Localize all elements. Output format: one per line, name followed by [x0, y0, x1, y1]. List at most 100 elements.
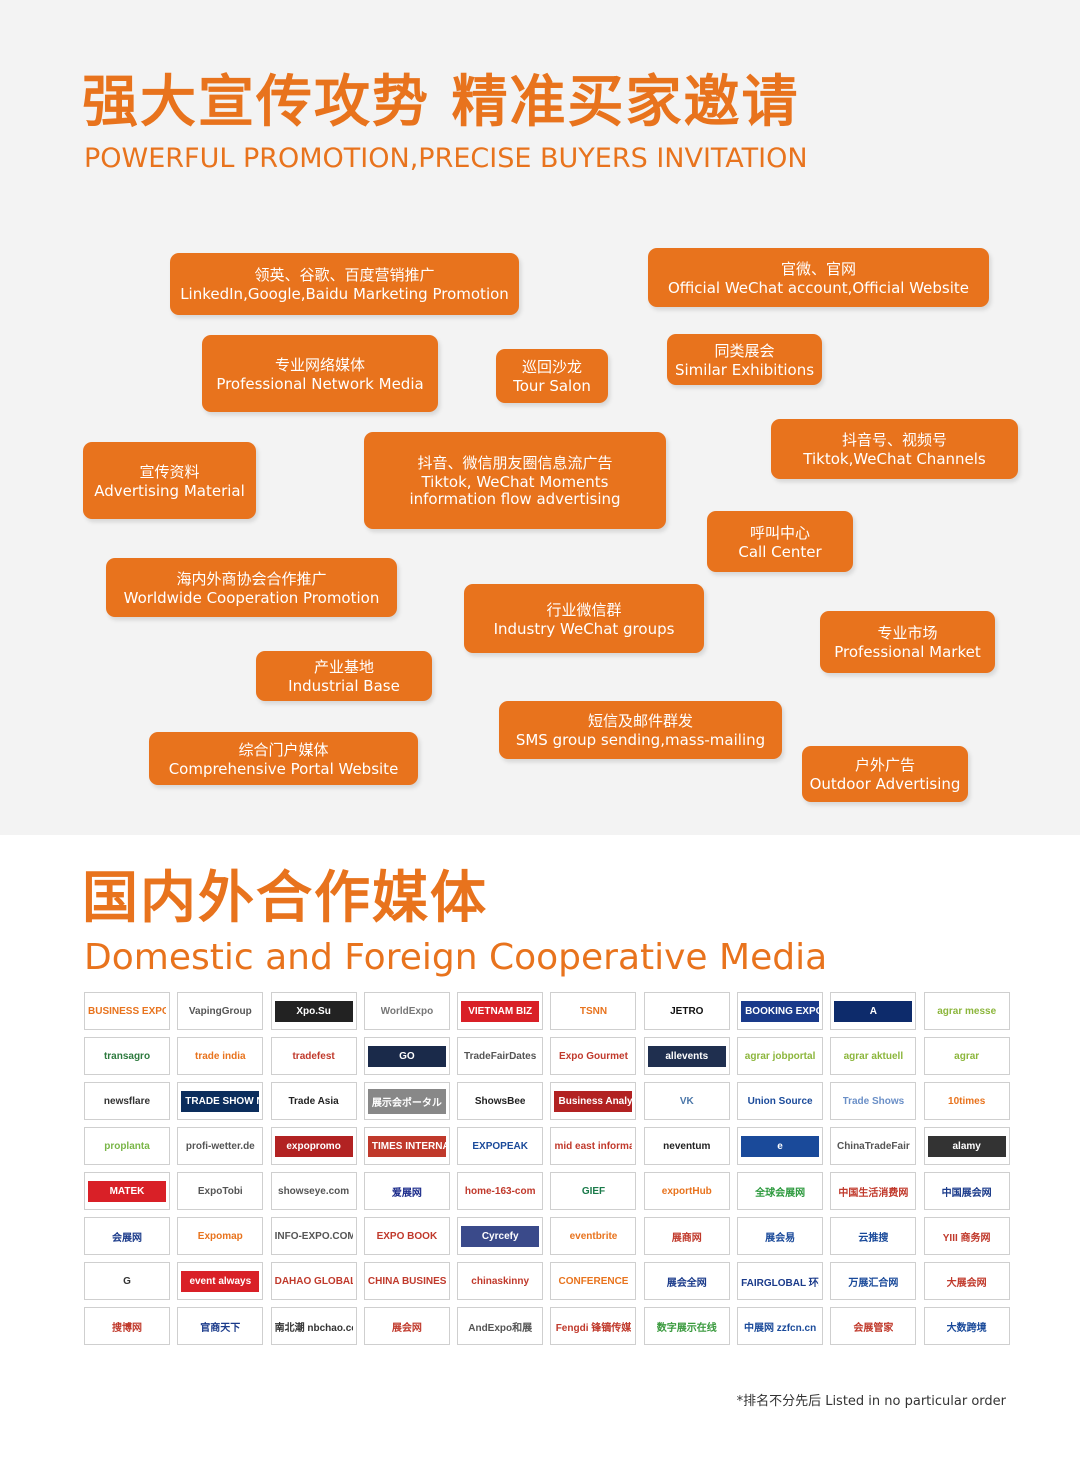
pill-worldwide-cooperation: 海内外商协会合作推广 Worldwide Cooperation Promoti… [106, 558, 397, 617]
media-logo-text: ExpoTobi [197, 1185, 243, 1197]
media-logo-text: Expomap [197, 1230, 243, 1242]
media-logo: exportHub [643, 1172, 730, 1210]
pill-label-cn: 同类展会 [714, 341, 775, 360]
promotion-title-en: POWERFUL PROMOTION,PRECISE BUYERS INVITA… [84, 143, 808, 174]
media-logo-text: alamy [927, 1135, 1006, 1157]
media-logo: 会展网 [84, 1217, 170, 1255]
media-logo-text: agrar [954, 1050, 980, 1062]
media-logo-text: transagro [103, 1050, 151, 1062]
media-logo-text: 展会网 [391, 1322, 422, 1334]
media-logo: 爱展网 [363, 1172, 450, 1210]
media-logo: Union Source [737, 1082, 824, 1120]
pill-professional-network-media: 专业网络媒体 Professional Network Media [202, 335, 438, 412]
media-logo-text: EXPO BOOK [376, 1230, 438, 1242]
media-logo-text: 大展会网 [946, 1277, 987, 1289]
media-logo: 中国生活消费网 [830, 1172, 917, 1210]
pill-label-en: Similar Exhibitions [674, 360, 815, 379]
media-logo: Expomap [177, 1217, 264, 1255]
media-logo: Trade Asia [270, 1082, 357, 1120]
media-logo: 会展管家 [830, 1307, 917, 1345]
media-logo: Trade Shows [830, 1082, 917, 1120]
media-logo: TIMES INTERNATIONAL [363, 1127, 450, 1165]
media-logo-text: TradeFairDates [464, 1050, 537, 1062]
pill-label-cn: 专业网络媒体 [274, 355, 365, 374]
media-logo: 南北潮 nbchao.com [270, 1307, 357, 1345]
media-logo: mid east information [550, 1127, 637, 1165]
pill-label-cn: 巡回沙龙 [521, 358, 582, 376]
media-logo: JETRO [643, 992, 730, 1030]
pill-label-cn: 呼叫中心 [749, 523, 810, 542]
media-logo: home-163-com [457, 1172, 544, 1210]
media-logo: alamy [923, 1127, 1010, 1165]
media-logo: G [84, 1262, 170, 1300]
pill-label-cn: 户外广告 [854, 756, 915, 774]
media-logo-text: G [123, 1275, 131, 1287]
pill-sms-mass-mailing: 短信及邮件群发 SMS group sending,mass-mailing [499, 701, 782, 759]
pill-label-en: Industrial Base [288, 677, 400, 695]
media-logo: EXPO BOOK [363, 1217, 450, 1255]
media-logo-text: e [741, 1135, 820, 1157]
media-logo-text: MATEK [88, 1180, 166, 1202]
media-logo-text: Trade Shows [842, 1095, 905, 1107]
media-logo-text: YIII 商务网 [942, 1232, 991, 1244]
media-logo: Fengdi 锋镝传媒 [550, 1307, 637, 1345]
media-logo: tradefest [270, 1037, 357, 1075]
media-logo-text: A [834, 1000, 913, 1022]
pill-label-cn: 专业市场 [877, 624, 938, 642]
media-logo-text: 展商网 [671, 1232, 702, 1244]
promotion-section [0, 0, 1080, 835]
media-logo: YIII 商务网 [923, 1217, 1010, 1255]
media-logo-text: VIETNAM BIZ [461, 1000, 540, 1022]
media-logo: 万展汇合网 [830, 1262, 917, 1300]
pill-outdoor-advertising: 户外广告 Outdoor Advertising [802, 746, 968, 802]
media-logo-text: mid east information [554, 1140, 632, 1152]
media-logo-text: INFO-EXPO.COM [274, 1230, 353, 1242]
media-logo: AndExpo和展 [457, 1307, 544, 1345]
media-logo-text: profi-wetter.de [185, 1140, 255, 1152]
media-logo: TRADE SHOW NEWS [177, 1082, 264, 1120]
media-logo: transagro [84, 1037, 170, 1075]
media-logo: proplanta [84, 1127, 170, 1165]
media-logo: GIEF [550, 1172, 637, 1210]
media-logo: agrar jobportal [737, 1037, 824, 1075]
pill-label-cn: 短信及邮件群发 [587, 712, 693, 730]
pill-advertising-material: 宣传资料 Advertising Material [83, 442, 256, 519]
media-logo: VK [643, 1082, 730, 1120]
media-logo: newsflare [84, 1082, 170, 1120]
media-logo-text: 数字展示在线 [656, 1322, 717, 1334]
media-logo: agrar aktuell [830, 1037, 917, 1075]
media-logo-text: FAIRGLOBAL 环球会展网 [741, 1277, 819, 1289]
media-logo-text: Business Analysis [554, 1090, 633, 1112]
pill-label-cn: 行业微信群 [546, 600, 622, 619]
media-logo-text: ChinaTradeFair [836, 1140, 910, 1152]
pill-tour-salon: 巡回沙龙 Tour Salon [496, 349, 608, 403]
media-logo: ChinaTradeFair [830, 1127, 917, 1165]
media-logo: e [737, 1127, 824, 1165]
pill-label-en: SMS group sending,mass-mailing [515, 731, 766, 749]
media-logo: VIETNAM BIZ [457, 992, 544, 1030]
pill-label-en: Call Center [738, 542, 822, 561]
media-logo: chinaskinny [457, 1262, 544, 1300]
media-logo-text: DAHAO GLOBAL [274, 1275, 353, 1287]
pill-label-en: Advertising Material [94, 481, 245, 500]
media-logo-text: Xpo.Su [274, 1000, 353, 1022]
pill-tiktok-wechat-moments: 抖音、微信朋友圈信息流广告 Tiktok, WeChat Moments inf… [364, 432, 666, 529]
media-logo-text: 会展网 [112, 1232, 142, 1244]
media-logo-text: proplanta [104, 1140, 150, 1152]
pill-industrial-base: 产业基地 Industrial Base [256, 651, 432, 701]
pill-label-en: Professional Market [834, 643, 981, 661]
media-logo: 中国展会网 [923, 1172, 1010, 1210]
media-logo: A [830, 992, 917, 1030]
media-logo-text: GIEF [581, 1185, 606, 1197]
pill-professional-market: 专业市场 Professional Market [820, 611, 995, 673]
pill-label-cn: 抖音号、视频号 [841, 431, 947, 449]
media-logo: GO [363, 1037, 450, 1075]
media-logo-text: EXPOPEAK [472, 1140, 528, 1152]
media-logo: ExpoTobi [177, 1172, 264, 1210]
pill-label-en: Outdoor Advertising [809, 775, 961, 793]
media-logo: DAHAO GLOBAL [270, 1262, 357, 1300]
media-logo: 数字展示在线 [643, 1307, 730, 1345]
pill-label-cn: 宣传资料 [139, 462, 200, 481]
pill-label-cn: 官微、官网 [780, 259, 856, 278]
media-logo: 展会网 [363, 1307, 450, 1345]
